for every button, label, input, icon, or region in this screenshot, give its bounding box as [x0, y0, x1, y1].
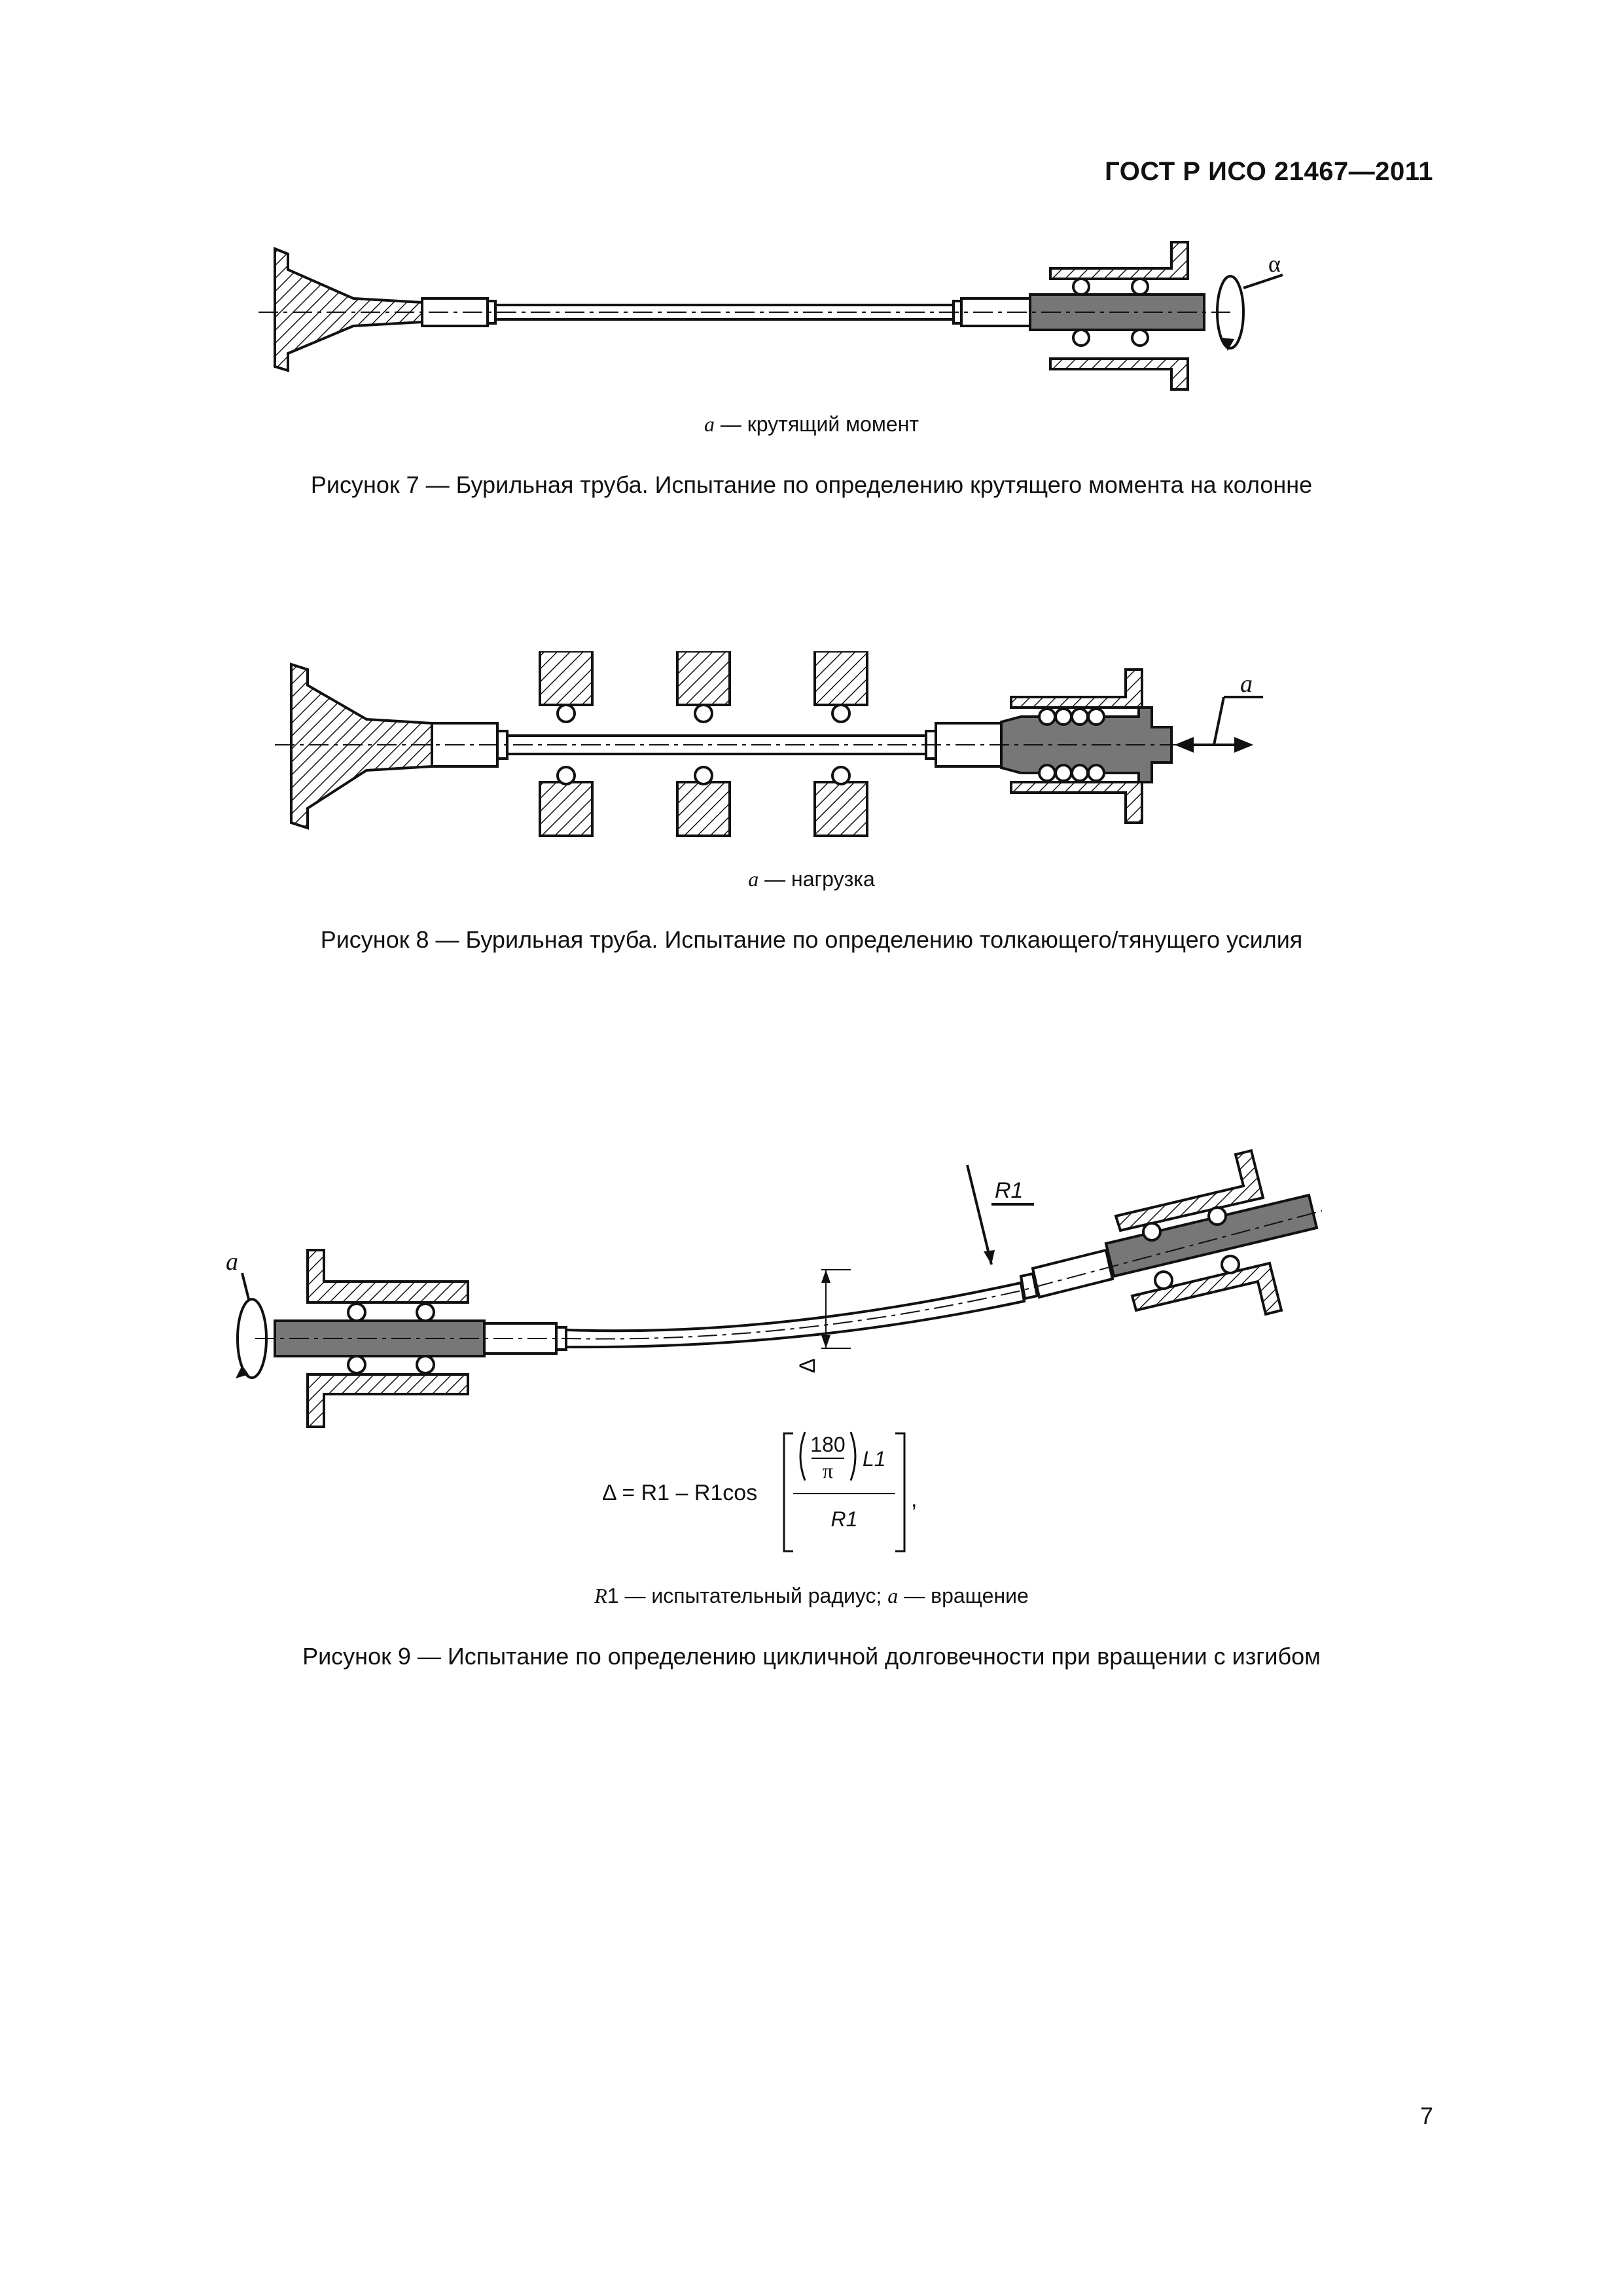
figure-7-caption: Рисунок 7 — Бурильная труба. Испытание п…: [310, 471, 1313, 498]
figure-7-legend-symbol: a: [704, 412, 715, 436]
figure-8-legend-symbol: a: [748, 867, 759, 891]
figure-8-legend-text: — нагрузка: [758, 867, 875, 891]
figure-9-label-r1: R1: [995, 1178, 1023, 1203]
figure-9: a R1 Δ: [0, 1139, 1623, 1440]
figure-8-caption: Рисунок 8 — Бурильная труба. Испытание п…: [320, 926, 1303, 953]
figure-9-legend-r-text: 1 — испытательный радиус;: [607, 1584, 888, 1607]
figure-7: α: [0, 216, 1623, 412]
formula-tail: ,: [911, 1487, 917, 1512]
figure-9-label-a: a: [226, 1248, 238, 1276]
figure-7-legend: a — крутящий момент: [0, 412, 1623, 437]
figure-8-legend: a — нагрузка: [0, 867, 1623, 891]
formula-l1: L1: [863, 1447, 886, 1471]
figure-7-label-alpha: α: [1268, 251, 1281, 277]
formula-lhs: Δ = R1 – R1cos: [602, 1480, 757, 1505]
formula-numerator-bottom: π: [823, 1459, 833, 1482]
figure-9-legend-a-symbol: а: [887, 1584, 899, 1607]
formula-numerator-top: 180: [810, 1433, 845, 1456]
figure-9-caption: Рисунок 9 — Испытание по определению цик…: [302, 1643, 1321, 1670]
document-standard-header: ГОСТ Р ИСО 21467—2011: [1105, 157, 1433, 186]
figure-8-drawing: a: [275, 651, 1263, 837]
figure-9-legend-r-symbol: R: [594, 1584, 607, 1607]
formula-drawing: Δ = R1 – R1cos 180 π L1 R1 ,: [602, 1431, 917, 1552]
figure-7-drawing: α: [259, 241, 1283, 391]
figure-9-label-delta: Δ: [795, 1358, 820, 1373]
figure-9-legend: R1 — испытательный радиус; а — вращение: [0, 1584, 1623, 1608]
figure-9-legend-a-text: — вращение: [898, 1584, 1029, 1607]
figure-8: a: [0, 651, 1623, 841]
figure-8-label-a: a: [1240, 670, 1253, 698]
figure-9-formula: Δ = R1 – R1cos 180 π L1 R1 ,: [0, 1420, 1623, 1570]
figure-9-drawing: a R1 Δ: [226, 1149, 1323, 1428]
formula-denominator: R1: [831, 1507, 858, 1531]
page-number: 7: [1419, 2102, 1433, 2129]
figure-7-legend-text: — крутящий момент: [714, 412, 919, 436]
